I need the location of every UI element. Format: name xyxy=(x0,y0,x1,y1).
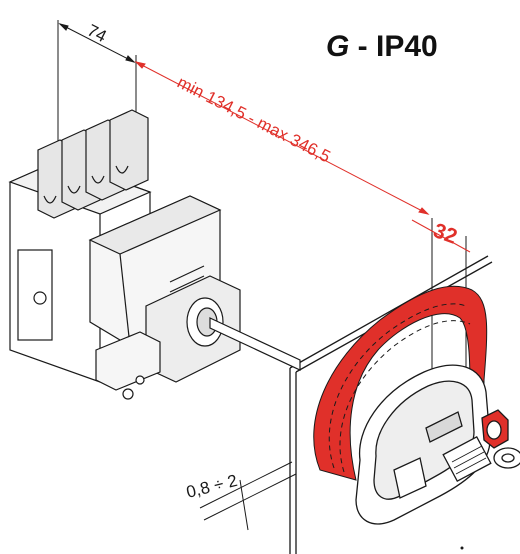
dimension-door-thickness-label: 0,8 ÷ 2 xyxy=(184,471,239,502)
dimension-shaft-length-label: min 134,5 - max 346,5 xyxy=(174,73,333,167)
page-title: G - IP40 xyxy=(326,30,438,64)
dimension-door-thickness xyxy=(199,461,297,531)
title-letter: G xyxy=(326,30,350,63)
extension-shaft xyxy=(209,317,301,371)
rotary-handle xyxy=(355,364,520,525)
dimension-shaft-length xyxy=(134,61,430,215)
handle-rotation-zone xyxy=(313,285,488,481)
switch-body xyxy=(8,109,241,400)
reference-dot xyxy=(460,546,464,550)
dimension-width-label: 74 xyxy=(84,21,109,47)
terminals xyxy=(37,109,149,219)
title-rest: - IP40 xyxy=(349,30,438,63)
